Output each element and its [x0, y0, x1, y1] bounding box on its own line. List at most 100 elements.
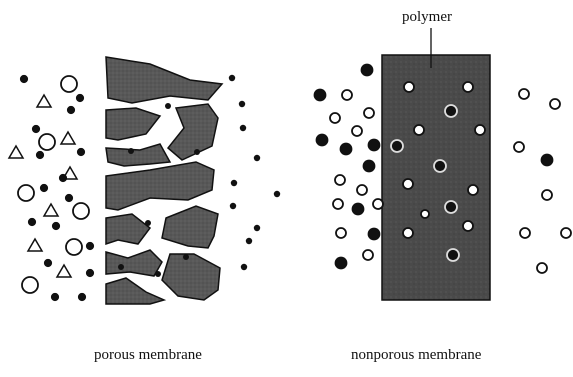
open-solute: [561, 228, 571, 238]
membrane-grain: [106, 144, 170, 166]
membrane-grain: [106, 108, 160, 140]
filled-solute: [317, 135, 328, 146]
large-solute-circle: [61, 76, 77, 92]
nonporous-permeate-particles: [514, 89, 571, 273]
open-solute: [421, 210, 429, 218]
membrane-grain: [106, 214, 150, 244]
large-solute-circle: [22, 277, 38, 293]
membrane-grain: [106, 162, 214, 210]
triangle-solute: [28, 239, 42, 251]
small-solute-dot: [33, 126, 39, 132]
small-solute-dot: [66, 195, 72, 201]
small-solute-dot: [239, 101, 245, 107]
small-solute-dot: [37, 152, 43, 158]
large-solute-circle: [39, 134, 55, 150]
small-solute-dot: [155, 271, 161, 277]
small-solute-dot: [45, 260, 51, 266]
small-solute-dot: [246, 238, 252, 244]
small-solute-dot: [21, 76, 27, 82]
open-solute: [342, 90, 352, 100]
triangle-solute: [57, 265, 71, 277]
open-solute: [475, 125, 485, 135]
open-solute: [468, 185, 478, 195]
porous-feed-particles: [18, 76, 93, 300]
small-solute-dot: [240, 125, 246, 131]
filled-solute: [315, 90, 326, 101]
open-solute: [373, 199, 383, 209]
filled-solute: [362, 65, 373, 76]
triangle-solute: [9, 146, 23, 158]
open-solute: [404, 82, 414, 92]
triangle-solute: [37, 95, 51, 107]
small-solute-dot: [128, 148, 134, 154]
filled-solute: [542, 155, 553, 166]
small-solute-dot: [145, 220, 151, 226]
small-solute-dot: [29, 219, 35, 225]
nonporous-membrane: [382, 55, 490, 300]
open-solute: [333, 199, 343, 209]
membrane-grain: [106, 57, 222, 103]
filled-solute: [369, 140, 380, 151]
open-solute: [519, 89, 529, 99]
filled-solute: [336, 258, 347, 269]
open-solute: [403, 228, 413, 238]
triangle-solute: [61, 132, 75, 144]
open-solute: [463, 82, 473, 92]
filled-solute: [341, 144, 352, 155]
small-solute-dot: [68, 107, 74, 113]
filled-solute: [445, 105, 457, 117]
membrane-grain: [106, 278, 164, 304]
open-solute: [352, 126, 362, 136]
porous-permeate-particles: [229, 75, 280, 270]
small-solute-dot: [78, 149, 84, 155]
small-solute-dot: [229, 75, 235, 81]
small-solute-dot: [165, 103, 171, 109]
open-solute: [537, 263, 547, 273]
open-solute: [363, 250, 373, 260]
filled-solute: [369, 229, 380, 240]
small-solute-dot: [87, 243, 93, 249]
small-solute-dot: [183, 254, 189, 260]
filled-solute: [353, 204, 364, 215]
small-solute-dot: [231, 180, 237, 186]
filled-solute: [391, 140, 403, 152]
small-solute-dot: [254, 225, 260, 231]
filled-solute: [364, 161, 375, 172]
triangle-solute: [44, 204, 58, 216]
large-solute-circle: [66, 239, 82, 255]
nonporous-feed-particles: [315, 65, 384, 269]
filled-solute: [447, 249, 459, 261]
small-solute-dot: [53, 223, 59, 229]
small-solute-dot: [241, 264, 247, 270]
filled-solute: [445, 201, 457, 213]
small-solute-dot: [274, 191, 280, 197]
open-solute: [520, 228, 530, 238]
large-solute-circle: [73, 203, 89, 219]
small-solute-dot: [52, 294, 58, 300]
membrane-grain: [162, 206, 218, 248]
small-solute-dot: [77, 95, 83, 101]
small-solute-dot: [87, 270, 93, 276]
membrane-grain: [168, 104, 218, 160]
open-solute: [330, 113, 340, 123]
open-solute: [403, 179, 413, 189]
small-solute-dot: [41, 185, 47, 191]
small-solute-dot: [230, 203, 236, 209]
nonporous-membrane-caption: nonporous membrane: [351, 347, 481, 364]
open-solute: [463, 221, 473, 231]
open-solute: [357, 185, 367, 195]
porous-membrane-caption: porous membrane: [94, 347, 202, 364]
open-solute: [335, 175, 345, 185]
filled-solute: [434, 160, 446, 172]
open-solute: [542, 190, 552, 200]
membrane-grain: [106, 250, 162, 276]
membrane-grain: [162, 254, 220, 300]
open-solute: [550, 99, 560, 109]
open-solute: [514, 142, 524, 152]
open-solute: [336, 228, 346, 238]
open-solute: [414, 125, 424, 135]
small-solute-dot: [118, 264, 124, 270]
large-solute-circle: [18, 185, 34, 201]
open-solute: [364, 108, 374, 118]
